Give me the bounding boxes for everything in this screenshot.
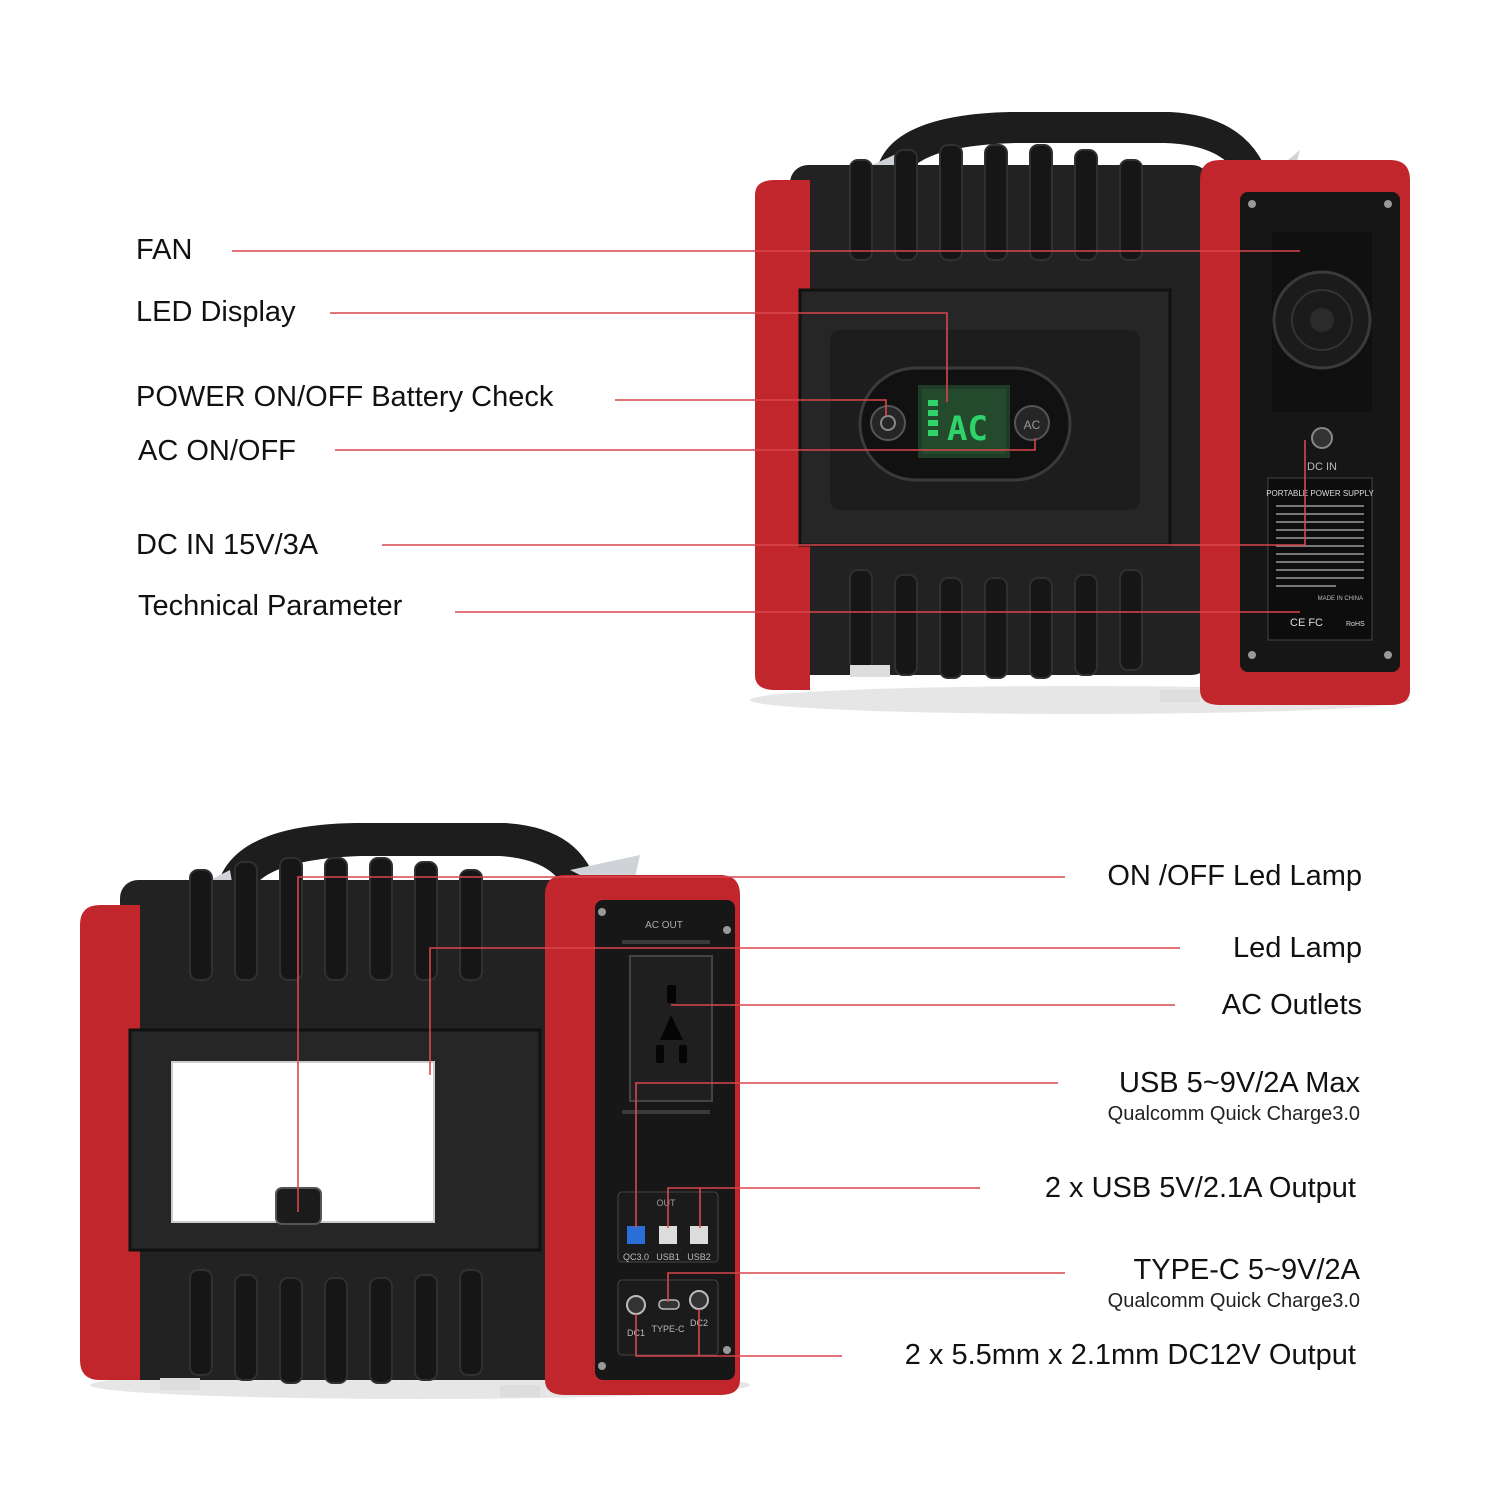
handle — [875, 112, 1270, 180]
type-c-port[interactable] — [658, 1299, 680, 1310]
callout-onoff-led-lamp: ON /OFF Led Lamp — [1107, 860, 1362, 892]
callout-usb-qc-sub: Qualcomm Quick Charge3.0 — [1107, 1103, 1360, 1125]
usb1-port[interactable] — [659, 1226, 677, 1244]
callout-usb-qc: USB 5~9V/2A Max — [1119, 1067, 1360, 1099]
power-icon — [880, 415, 896, 431]
spec-plate — [1267, 477, 1373, 641]
top-leader-lines — [232, 250, 1306, 613]
out-label: OUT — [657, 1198, 677, 1208]
callout-dc-in: DC IN 15V/3A — [136, 529, 319, 561]
rohs-mark: RoHS — [1346, 621, 1365, 628]
spec-plate-made-in: MADE IN CHINA — [1318, 596, 1363, 602]
usb1-label: USB1 — [656, 1252, 680, 1262]
callout-dc-out: 2 x 5.5mm x 2.1mm DC12V Output — [904, 1339, 1356, 1371]
usb2-label: USB2 — [687, 1252, 711, 1262]
callout-power-onoff: POWER ON/OFF Battery Check — [136, 381, 554, 413]
qc30-port[interactable] — [627, 1226, 645, 1244]
ac-out-label: AC OUT — [645, 920, 683, 931]
callout-tech-param: Technical Parameter — [138, 590, 403, 622]
battery-bars-icon — [928, 400, 938, 436]
dc-in-port[interactable] — [1311, 427, 1333, 449]
top-device: AC AC DC IN PORTABLE POWER SUPPLY — [750, 112, 1410, 714]
callout-ac-outlets: AC Outlets — [1221, 989, 1362, 1021]
callout-ac-onoff: AC ON/OFF — [138, 435, 296, 467]
dc-in-label: DC IN — [1307, 461, 1337, 473]
cert-marks: CE FC — [1290, 617, 1323, 629]
ac-button[interactable] — [1014, 405, 1050, 441]
type-c-label: TYPE-C — [651, 1324, 685, 1334]
qc30-label: QC3.0 — [623, 1252, 649, 1262]
handle — [215, 823, 600, 900]
callout-usb-out: 2 x USB 5V/2.1A Output — [1044, 1172, 1356, 1204]
dc2-port[interactable] — [689, 1290, 709, 1310]
callout-led-lamp: Led Lamp — [1233, 932, 1362, 964]
power-button[interactable] — [870, 405, 906, 441]
callout-type-c: TYPE-C 5~9V/2A — [1133, 1254, 1360, 1286]
callout-fan: FAN — [136, 234, 193, 266]
ac-button-label: AC — [1024, 418, 1041, 432]
bottom-leader-lines — [297, 876, 1180, 1357]
ac-socket-holes-icon — [656, 985, 687, 1063]
bottom-device: AC OUT OUT QC3.0 USB1 USB2 DC1 TYPE-C DC… — [80, 823, 750, 1399]
callout-type-c-sub: Qualcomm Quick Charge3.0 — [1107, 1290, 1360, 1312]
spec-plate-title: PORTABLE POWER SUPPLY — [1266, 489, 1374, 498]
lcd-readout: AC — [947, 409, 988, 449]
callout-led-display: LED Display — [136, 296, 296, 328]
dc1-port[interactable] — [626, 1295, 646, 1315]
usb2-port[interactable] — [690, 1226, 708, 1244]
